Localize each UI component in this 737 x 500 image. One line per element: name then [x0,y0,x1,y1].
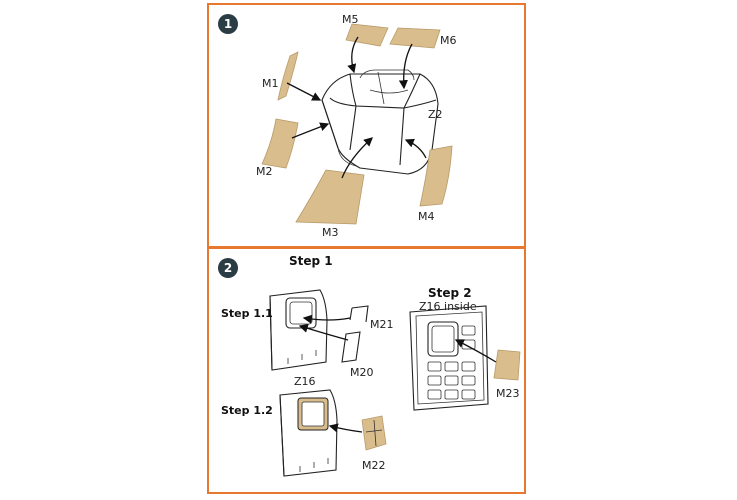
label-m1: M1 [262,77,279,90]
label-z16: Z16 [294,375,316,388]
label-m6: M6 [440,34,457,47]
panel-2-badge: 2 [218,258,238,278]
label-m4: M4 [418,210,435,223]
door-step-2-inside [409,305,489,411]
mask-m4 [419,145,453,207]
door-cell [461,375,476,386]
door-cell [461,325,476,336]
door-step-1-1 [269,289,328,371]
title-step-1: Step 1 [289,254,333,268]
mask-m6 [389,27,441,49]
label-m2: M2 [256,165,273,178]
door-cell [444,389,459,400]
label-m20: M20 [350,366,374,379]
door-cell [427,361,442,372]
label-m5: M5 [342,13,359,26]
door-cell [427,389,442,400]
label-m3: M3 [322,226,339,239]
panel-1-drawing [261,23,453,225]
label-m21: M21 [370,318,394,331]
title-step-1-1: Step 1.1 [221,307,273,320]
label-z2: Z2 [428,108,443,121]
door-cell [427,375,442,386]
panel-2: 2 [207,247,526,494]
mask-m22 [361,415,387,451]
label-m22: M22 [362,459,386,472]
title-step-1-2: Step 1.2 [221,404,273,417]
title-step-2: Step 2 [428,286,472,300]
title-step-2-sub: Z16 inside [419,300,477,313]
door-cell [461,361,476,372]
door-cell [444,375,459,386]
door-cell [461,389,476,400]
mask-m21 [349,305,369,323]
mask-m1 [277,51,299,101]
mask-m5 [345,23,389,47]
mask-m20 [341,331,361,363]
mask-m3 [295,169,365,225]
door-cell [444,361,459,372]
mask-m23 [493,349,521,381]
label-m23: M23 [496,387,520,400]
canopy-z2 [321,69,439,175]
mask-m2 [261,118,299,169]
door-step-2-cells [427,325,476,400]
panel-1-badge: 1 [218,14,238,34]
door-step-1-2 [279,389,338,477]
